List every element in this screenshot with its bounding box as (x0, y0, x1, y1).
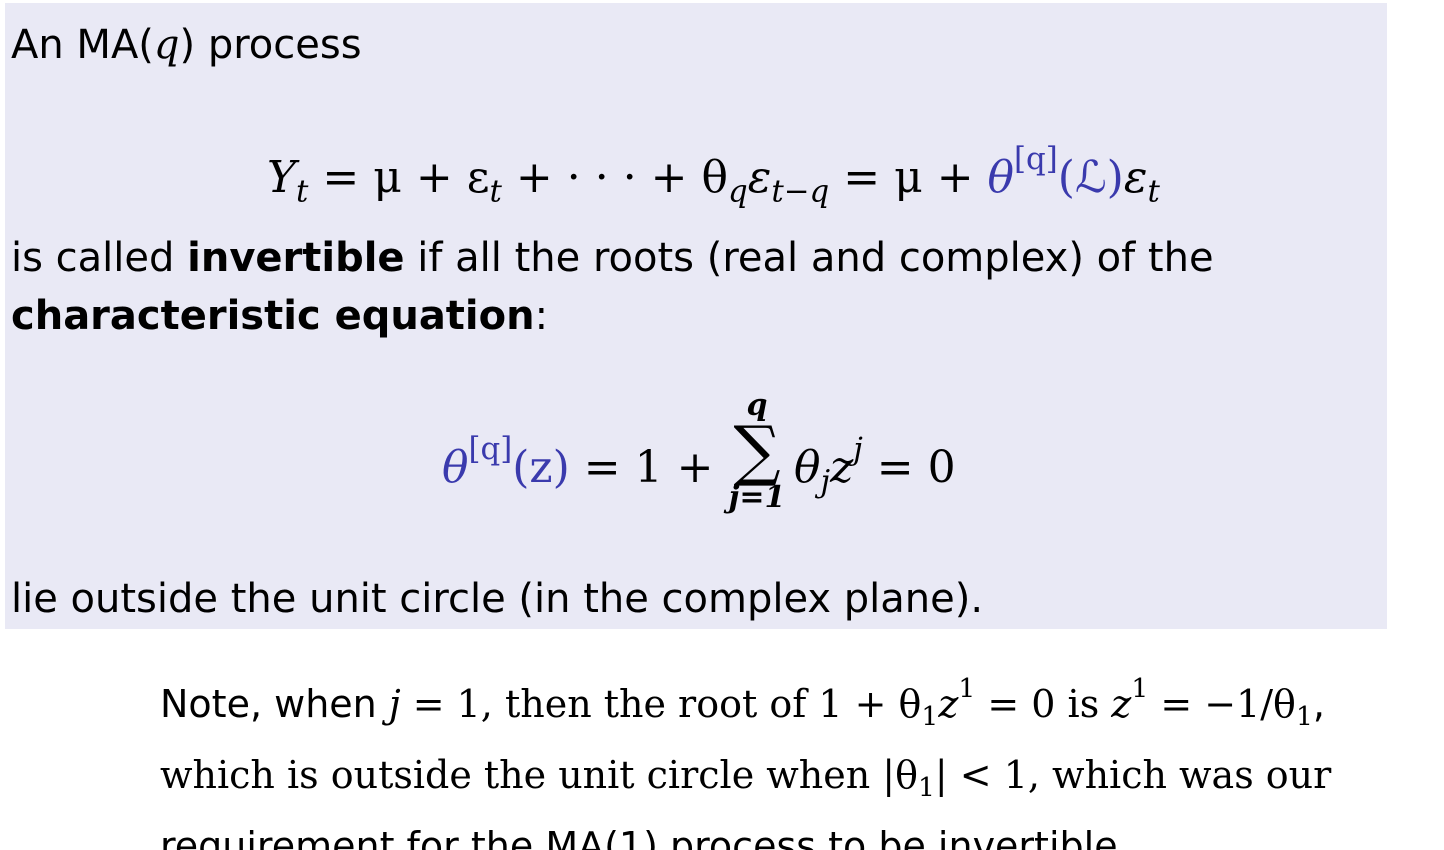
lag-polynomial: θ[q](ℒ) (987, 141, 1124, 204)
closing-line: lie outside the unit circle (in the comp… (11, 576, 984, 622)
note-line-3: requirement for the MA(1) process to be … (160, 823, 1130, 850)
ma-process-equation: Yt = μ + εt + · · · + θqεt−q = μ + θ[q](… (267, 141, 1160, 210)
term-characteristic-equation: characteristic equation (11, 293, 535, 339)
note-line-1: Note, when j = 1, then the root of 1 + θ… (160, 673, 1325, 732)
characteristic-polynomial: θ[q](z) (442, 431, 570, 494)
invertible-line: is called invertible if all the roots (r… (11, 235, 1214, 281)
characteristic-line: characteristic equation: (11, 293, 549, 339)
intro-line: An MA(q) process (11, 22, 362, 68)
term-invertible: invertible (187, 235, 405, 281)
summation-operator: q ∑ j=1 (728, 388, 786, 515)
note-line-2: which is outside the unit circle when |θ… (160, 752, 1332, 803)
intro-q: q (153, 22, 180, 68)
definition-block: An MA(q) process Yt = μ + εt + · · · + θ… (5, 3, 1387, 629)
note-paragraph: Note, when j = 1, then the root of 1 + θ… (160, 660, 1331, 850)
